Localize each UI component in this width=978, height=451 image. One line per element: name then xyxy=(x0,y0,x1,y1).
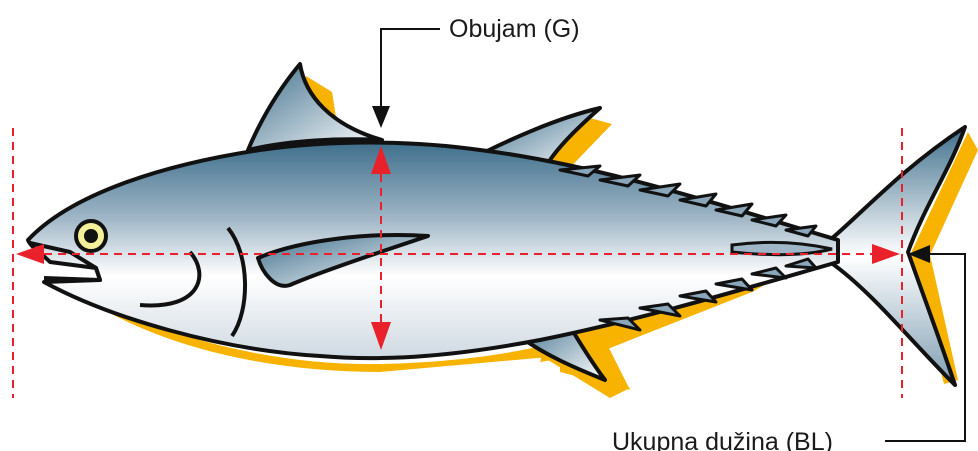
fish-body xyxy=(28,143,838,359)
length-arrow-left xyxy=(16,244,44,264)
arrow-down-icon xyxy=(372,106,390,128)
girth-label: Obujam (G) xyxy=(449,15,580,43)
first-dorsal-fin xyxy=(248,64,382,150)
total-length-label: Ukupna dužina (BL) xyxy=(612,428,833,451)
girth-callout: Obujam (G) xyxy=(372,15,580,128)
fish-eye-icon xyxy=(76,221,106,251)
